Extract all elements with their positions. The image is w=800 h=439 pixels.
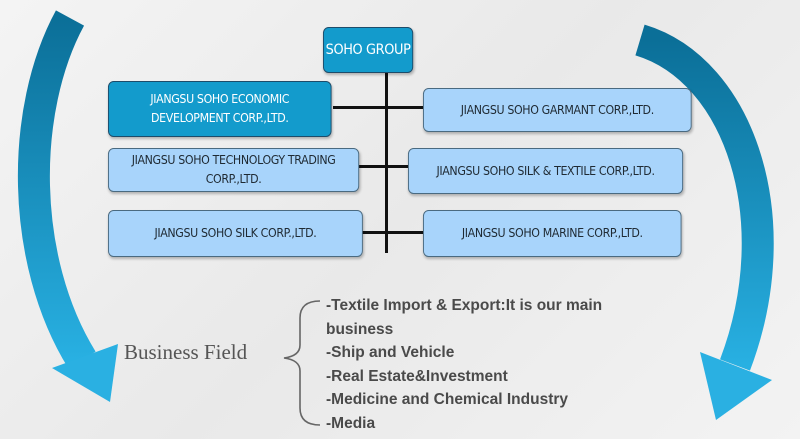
org-box: JIANGSU SOHO GARMANT CORP.,LTD. [423,88,692,132]
org-box: JIANGSU SOHO SILK CORP.,LTD. [108,210,363,257]
connector-trunk [385,71,388,253]
connector [333,106,425,109]
business-list: -Textile Import & Export:It is our main … [326,294,626,435]
business-field-label: Business Field [124,340,248,364]
business-item: -Media [326,414,376,432]
connector [358,231,424,234]
business-item: -Ship and Vehicle [326,344,455,361]
connector [357,165,409,168]
left-curved-arrow-icon [17,10,118,402]
org-box: JIANGSU SOHO ECONOMIC DEVELOPMENT CORP.,… [108,81,332,137]
right-curved-arrow-icon [634,24,774,420]
business-item: -Textile Import & Export:It is our main … [326,297,603,338]
org-box: JIANGSU SOHO MARINE CORP.,LTD. [423,210,682,257]
org-box: JIANGSU SOHO TECHNOLOGY TRADING CORP.,LT… [108,148,360,192]
business-item: -Real Estate&Investment [326,367,508,385]
business-item: -Medicine and Chemical Industry [326,391,569,408]
org-box: JIANGSU SOHO SILK & TEXTILE CORP.,LTD. [408,148,684,194]
curly-brace-icon [283,300,321,426]
org-root-box: SOHO GROUP [323,27,414,73]
